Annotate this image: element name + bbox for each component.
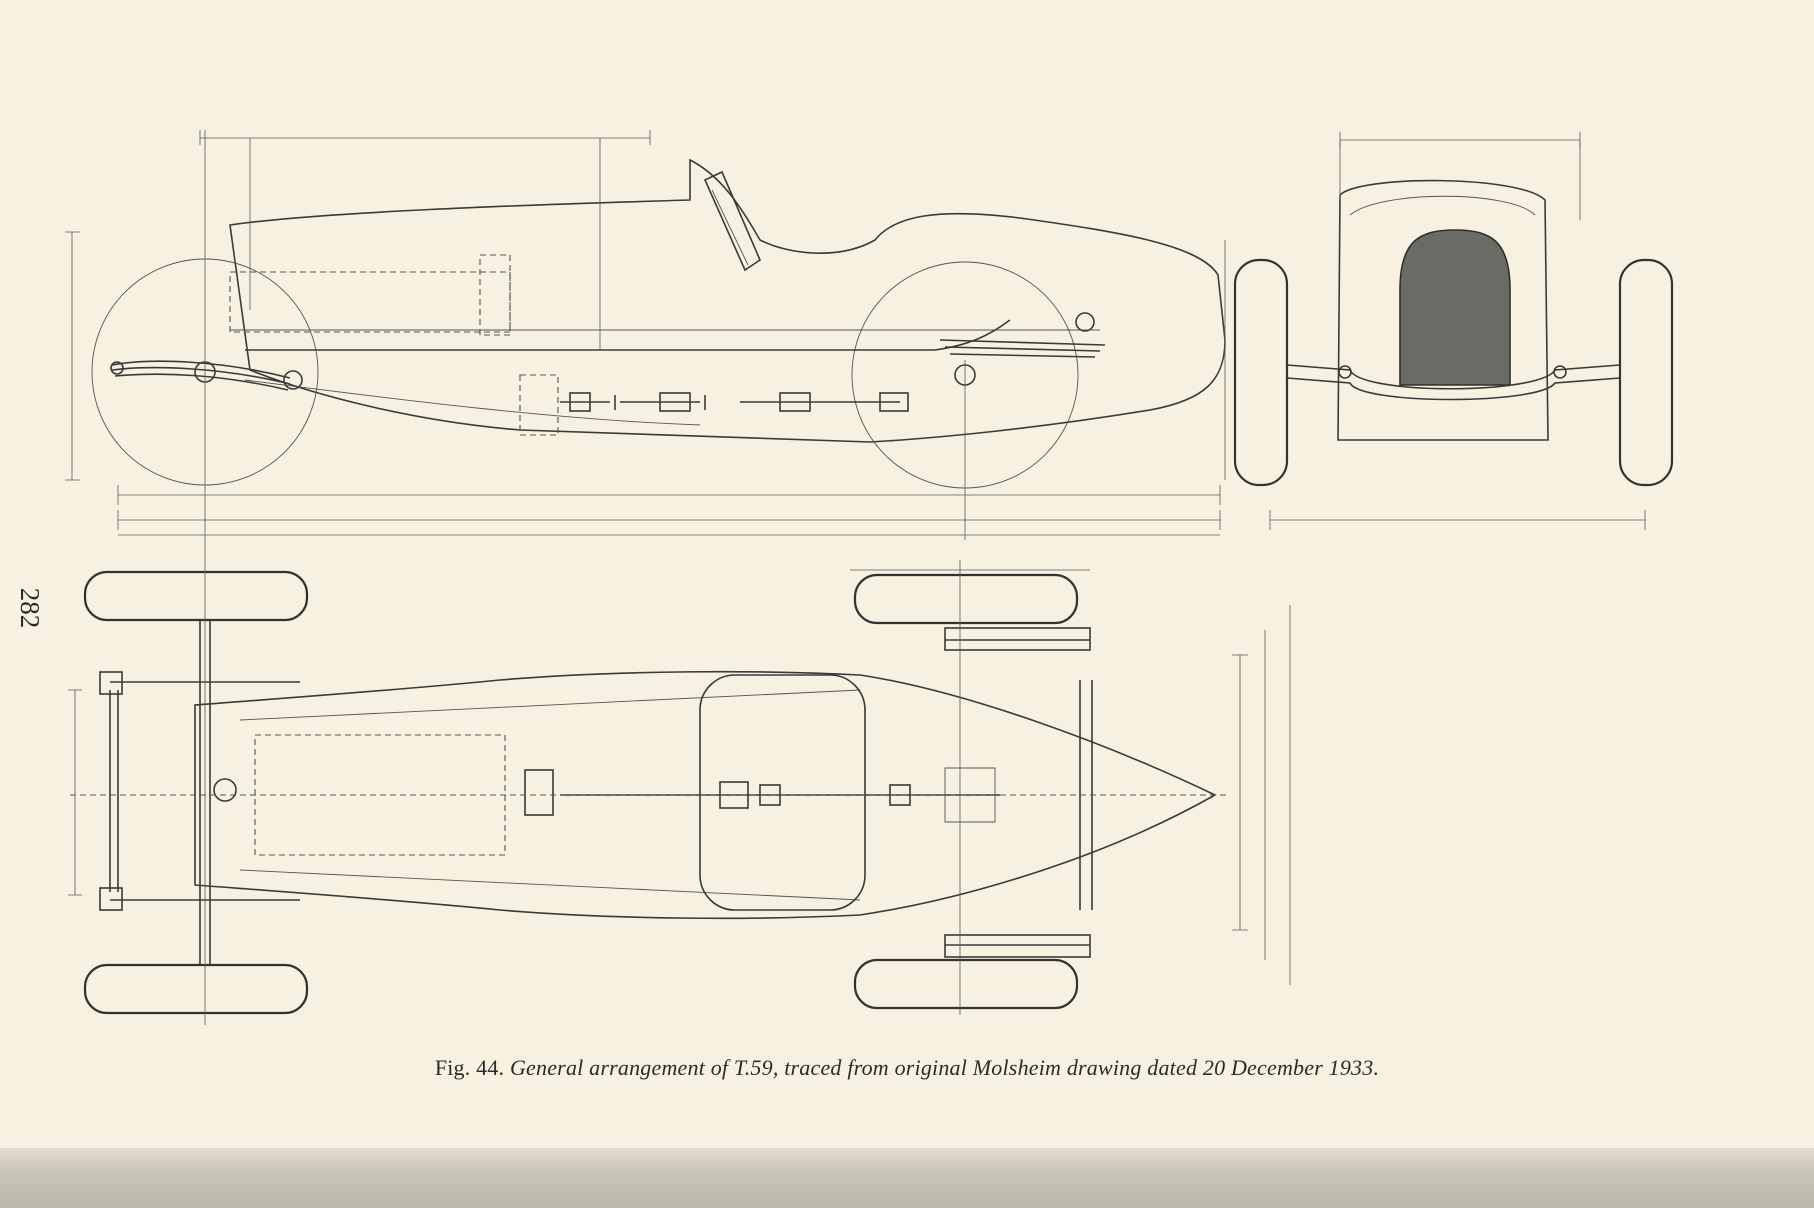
front-leaf-spring <box>111 360 291 391</box>
right-front-tyre <box>1618 258 1674 487</box>
front-elevation <box>1233 132 1674 530</box>
plan-view <box>68 560 1291 1025</box>
figure-label: Fig. 44. <box>434 1055 505 1080</box>
plan-left-rear-tyre <box>853 573 1079 625</box>
plan-right-rear-tyre <box>853 958 1079 1010</box>
caption-text: General arrangement of T.59, traced from… <box>509 1055 1380 1080</box>
front-body-outline <box>1337 179 1549 441</box>
radiator-grille <box>1399 229 1511 386</box>
left-front-tyre <box>1233 258 1289 487</box>
scan-edge <box>0 1148 1814 1208</box>
rear-leaf-spring <box>939 339 1106 358</box>
figure-caption: Fig. 44. General arrangement of T.59, tr… <box>0 1055 1814 1081</box>
propeller-shaft <box>560 395 900 410</box>
body-outline <box>229 158 1226 443</box>
cockpit-opening <box>699 674 866 911</box>
windscreen <box>703 170 761 272</box>
side-elevation <box>65 130 1226 560</box>
engine-outline <box>229 271 511 333</box>
plan-left-front-tyre <box>83 570 309 622</box>
plan-right-front-tyre <box>83 963 309 1015</box>
front-axle <box>1286 364 1621 390</box>
